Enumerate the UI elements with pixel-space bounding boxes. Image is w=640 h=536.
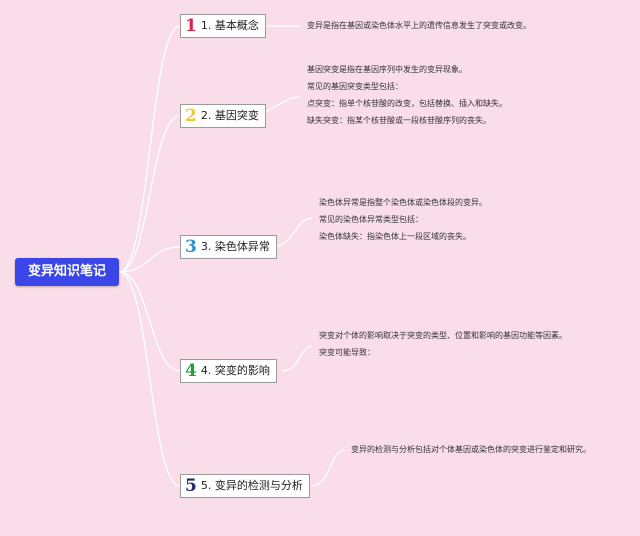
note-line: 常见的基因突变类型包括： (307, 82, 403, 91)
topic-chromosome-abnormality[interactable]: 3 3. 染色体异常 (180, 235, 277, 259)
topic-gene-mutation[interactable]: 2 2. 基因突变 (180, 104, 266, 128)
note-line: 基因突变是指在基因序列中发生的变异现象。 (307, 65, 467, 74)
note-mutation-effects: 突变对个体的影响取决于突变的类型、位置和影响的基因功能等因素。 突变可能导致： (319, 327, 567, 361)
topic-label: 1. 基本概念 (200, 19, 259, 32)
note-line: 染色体异常是指整个染色体或染色体段的变异。 (319, 198, 487, 207)
topic-detection-analysis[interactable]: 5 5. 变异的检测与分析 (180, 474, 310, 498)
note-line: 点突变：指单个核苷酸的改变，包括替换、插入和缺失。 (307, 99, 507, 108)
note-basic-concepts: 变异是指在基因或染色体水平上的遗传信息发生了突变或改变。 (307, 17, 531, 34)
note-line: 突变对个体的影响取决于突变的类型、位置和影响的基因功能等因素。 (319, 331, 567, 340)
note-line: 常见的染色体异常类型包括： (319, 215, 423, 224)
note-detection-analysis: 变异的检测与分析包括对个体基因或染色体的突变进行鉴定和研究。 (351, 441, 591, 458)
number-2-icon: 2 (185, 106, 197, 126)
topic-label: 3. 染色体异常 (200, 240, 270, 253)
topic-label: 2. 基因突变 (200, 109, 259, 122)
note-chromosome-abnormality: 染色体异常是指整个染色体或染色体段的变异。 常见的染色体异常类型包括： 染色体缺… (319, 194, 487, 245)
note-line: 变异的检测与分析包括对个体基因或染色体的突变进行鉴定和研究。 (351, 445, 591, 454)
number-3-icon: 3 (185, 237, 197, 257)
note-line: 染色体缺失：指染色体上一段区域的丧失。 (319, 232, 471, 241)
topic-label: 5. 变异的检测与分析 (200, 479, 303, 492)
number-4-icon: 4 (185, 361, 197, 381)
note-line: 变异是指在基因或染色体水平上的遗传信息发生了突变或改变。 (307, 21, 531, 30)
note-line: 缺失突变：指某个核苷酸或一段核苷酸序列的丧失。 (307, 116, 491, 125)
number-1-icon: 1 (185, 16, 197, 36)
topic-mutation-effects[interactable]: 4 4. 突变的影响 (180, 359, 277, 383)
note-line: 突变可能导致： (319, 348, 375, 357)
note-gene-mutation: 基因突变是指在基因序列中发生的变异现象。 常见的基因突变类型包括： 点突变：指单… (307, 61, 507, 129)
topic-basic-concepts[interactable]: 1 1. 基本概念 (180, 14, 266, 38)
root-topic[interactable]: 变异知识笔记 (15, 258, 119, 286)
number-5-icon: 5 (185, 476, 197, 496)
topic-label: 4. 突变的影响 (200, 364, 270, 377)
